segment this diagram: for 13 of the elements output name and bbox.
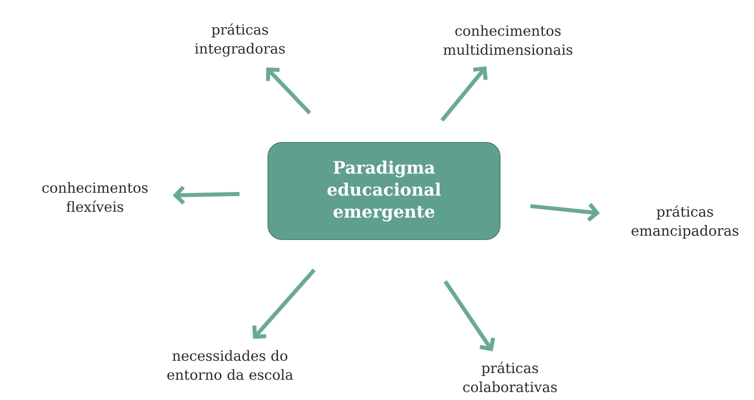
process-box: Paradigma educacional emergente [268, 142, 500, 240]
concept-label: práticas integradoras [195, 23, 285, 57]
concept-label: conhecimentos multidimensionais [444, 25, 572, 55]
concept-label: práticas colaborativas [463, 362, 557, 392]
arrow [530, 202, 600, 222]
concept-label: necessidades do entorno da escola [167, 350, 293, 380]
concept-label: conhecimentos flexíveis [42, 182, 148, 212]
arrow [172, 186, 240, 205]
arrow [252, 268, 316, 339]
concept-label: práticas emancipadoras [632, 205, 738, 239]
arrow [444, 280, 496, 352]
arrow [440, 66, 488, 122]
arrow [266, 68, 312, 114]
